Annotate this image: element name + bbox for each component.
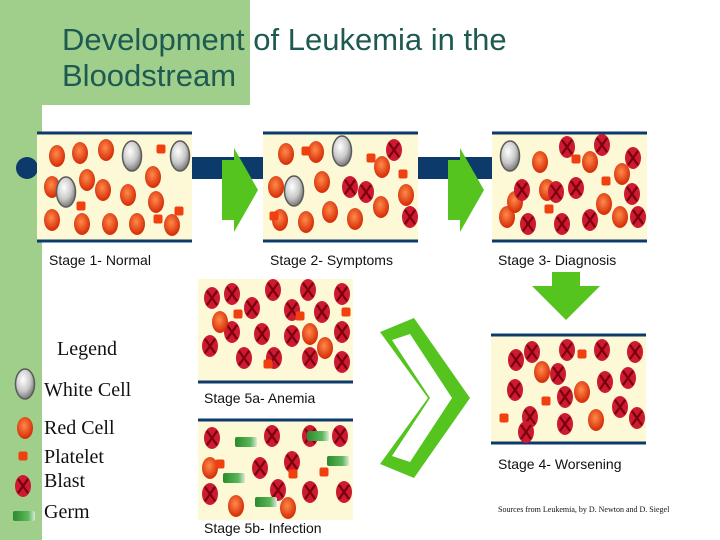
arrow-stage-4-to-5-inner: [392, 334, 452, 462]
legend-platelet-icon: [18, 451, 28, 461]
arrow-stage-3-to-4: [532, 272, 600, 320]
legend-item-platelet: Platelet: [44, 446, 104, 468]
stage-5b-label: Stage 5b- Infection: [204, 520, 322, 536]
vessel-stage-5b: [198, 418, 353, 520]
legend-blast-icon: [13, 473, 33, 499]
arrow-stage-4-to-5: [380, 318, 470, 478]
legend-item-germ: Germ: [44, 501, 90, 523]
legend-germ-icon: [13, 511, 35, 521]
vessel-stage-5a: [198, 279, 353, 384]
vessel-stage-4: [491, 333, 646, 445]
stage-3-label: Stage 3- Diagnosis: [498, 252, 617, 268]
stage-1-label: Stage 1- Normal: [49, 252, 151, 268]
title-line-2: Bloodstream: [62, 58, 237, 93]
legend-white-cell-icon: [14, 368, 36, 400]
title-line-1: Development of Leukemia in the: [62, 22, 507, 57]
stage-4-label: Stage 4- Worsening: [498, 456, 622, 472]
progression-arrows: [222, 148, 600, 478]
stage-2-label: Stage 2- Symptoms: [270, 252, 393, 268]
vessel-stage-2: [263, 131, 418, 243]
legend-title: Legend: [57, 338, 117, 360]
legend-red-cell-icon: [17, 417, 33, 439]
arrow-stage-1-to-2: [222, 148, 258, 232]
legend-item-white-cell: White Cell: [44, 379, 132, 401]
arrow-stage-2-to-3: [448, 148, 484, 232]
source-citation: Sources from Leukemia, by D. Newton and …: [498, 505, 670, 514]
page-title: Development of Leukemia in the Bloodstre…: [62, 22, 702, 94]
vessel-stage-3: [492, 131, 647, 243]
stage-5a-label: Stage 5a- Anemia: [204, 390, 316, 406]
vessel-stage-1: [37, 131, 192, 243]
title-accent-block: [0, 0, 250, 105]
legend-item-blast: Blast: [44, 470, 86, 492]
legend-item-red-cell: Red Cell: [44, 417, 115, 439]
legend-symbols: [13, 368, 36, 521]
